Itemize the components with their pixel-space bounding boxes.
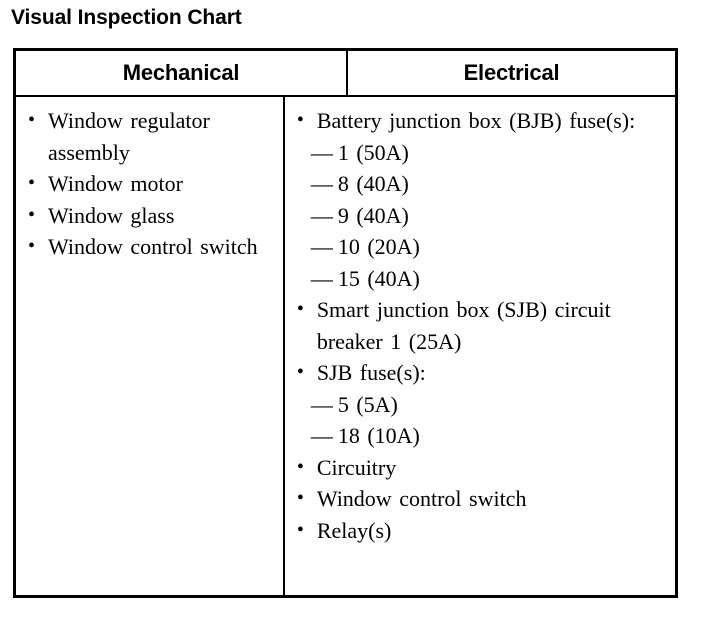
list-item-label: Relay(s) (316, 517, 392, 543)
list-item: Window control switch (291, 483, 669, 515)
sub-list-item: 8 (40A) (311, 168, 669, 200)
list-item-label: SJB fuse(s): (316, 360, 426, 385)
list-item: SJB fuse(s): 5 (5A) 18 (10A) (291, 357, 669, 452)
sub-list-item: 9 (40A) (311, 200, 669, 232)
page-title: Visual Inspection Chart (11, 6, 242, 29)
sub-list-item-label: 5 (5A) (337, 391, 398, 417)
table-header-electrical: Electrical (346, 51, 675, 95)
list-item-label: Window control switch (316, 486, 527, 511)
sub-list-item: 1 (50A) (311, 137, 669, 169)
list-item: Window motor (22, 168, 277, 200)
sub-list-item-label: 8 (40A) (337, 171, 409, 196)
list-item-label: Smart junction box (SJB) circuit breaker… (316, 297, 611, 354)
visual-inspection-table: Mechanical Electrical Window regulator a… (13, 48, 678, 598)
bjb-fuse-sublist: 1 (50A) 8 (40A) 9 (40A) 10 (20A) (311, 137, 669, 295)
list-item: Circuitry (291, 452, 669, 484)
list-item-label: Battery junction box (BJB) fuse(s): (316, 108, 636, 133)
sub-list-item-label: 18 (10A) (337, 423, 420, 448)
sub-list-item: 5 (5A) (311, 389, 669, 421)
sub-list-item-label: 9 (40A) (337, 202, 409, 228)
table-body-row: Window regulator assembly Window motor W… (16, 97, 675, 595)
list-item-label: Circuitry (316, 454, 397, 480)
sub-list-item: 18 (10A) (311, 420, 669, 452)
list-item: Window control switch (22, 231, 277, 263)
list-item: Smart junction box (SJB) circuit breaker… (291, 294, 669, 357)
sjb-fuse-sublist: 5 (5A) 18 (10A) (311, 389, 669, 452)
list-item: Window glass (22, 200, 277, 232)
mechanical-cell: Window regulator assembly Window motor W… (16, 97, 283, 595)
sub-list-item: 10 (20A) (311, 231, 669, 263)
list-item-label: Window control switch (48, 234, 258, 259)
table-header-mechanical: Mechanical (122, 60, 240, 85)
mechanical-list: Window regulator assembly Window motor W… (22, 105, 277, 263)
list-item-label: Window glass (48, 202, 175, 228)
sub-list-item: 15 (40A) (311, 263, 669, 295)
sub-list-item-label: 15 (40A) (337, 265, 420, 291)
table-header-row: Mechanical Electrical (16, 51, 675, 97)
sub-list-item-label: 1 (50A) (337, 139, 409, 165)
list-item: Battery junction box (BJB) fuse(s): 1 (5… (291, 105, 669, 294)
list-item: Relay(s) (291, 515, 669, 547)
list-item-label: Window regulator assembly (48, 108, 210, 165)
sub-list-item-label: 10 (20A) (337, 234, 420, 259)
electrical-cell: Battery junction box (BJB) fuse(s): 1 (5… (282, 97, 675, 595)
electrical-list: Battery junction box (BJB) fuse(s): 1 (5… (291, 105, 669, 546)
list-item-label: Window motor (48, 171, 183, 196)
list-item: Window regulator assembly (22, 105, 277, 168)
